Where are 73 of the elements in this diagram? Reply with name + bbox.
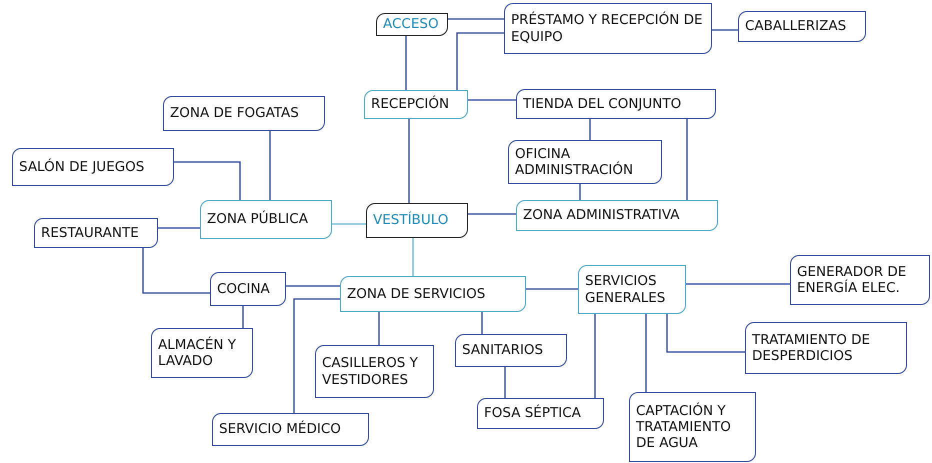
concept-box <box>200 200 332 239</box>
connector-line <box>242 306 244 328</box>
box-label: CAPTACIÓN Y TRATAMIENTO DE AGUA <box>636 402 732 452</box>
concept-box <box>455 334 567 367</box>
concept-box <box>212 413 369 446</box>
connector-line <box>481 312 483 334</box>
concept-box <box>629 392 756 462</box>
box-label: SALÓN DE JUEGOS <box>19 158 144 176</box>
concept-box <box>210 272 286 306</box>
connector-line <box>686 119 688 200</box>
box-label: TRATAMIENTO DE DESPERDICIOS <box>752 332 872 364</box>
concept-box <box>364 90 468 119</box>
box-label: VESTÍBULO <box>373 212 448 229</box>
box-label: ZONA DE SERVICIOS <box>347 286 486 302</box>
box-label: SERVICIOS GENERALES <box>585 273 666 306</box>
box-label: ALMACÉN Y LAVADO <box>158 336 237 370</box>
connector-line <box>468 213 516 215</box>
concept-box <box>516 200 718 231</box>
concept-box <box>745 322 907 374</box>
box-label: RESTAURANTE <box>41 224 139 242</box>
connector-line <box>686 283 790 285</box>
connector-line <box>405 36 407 90</box>
connector-line <box>378 312 380 345</box>
concept-box <box>477 398 604 429</box>
concept-box <box>578 265 686 314</box>
connector-line <box>293 298 340 413</box>
box-label: ACCESO <box>383 16 439 33</box>
connector-line <box>712 29 738 31</box>
box-label: FOSA SÉPTICA <box>484 405 581 422</box>
connector-line <box>594 314 596 398</box>
concept-box <box>790 255 930 305</box>
connector-line <box>645 314 647 392</box>
concept-box <box>366 203 468 238</box>
connector-line <box>456 32 504 90</box>
box-label: PRÉSTAMO Y RECEPCIÓN DE EQUIPO <box>511 12 704 45</box>
connector-line <box>408 119 410 203</box>
connector-line <box>666 314 745 353</box>
connector-line <box>589 119 591 140</box>
connector-line <box>468 99 516 101</box>
connector-line <box>142 248 210 294</box>
concept-box <box>34 218 158 248</box>
connector-line <box>332 223 366 225</box>
concept-box <box>376 13 448 36</box>
concept-box <box>504 3 712 54</box>
box-label: ZONA ADMINISTRATIVA <box>523 207 680 224</box>
connector-line <box>579 184 581 200</box>
box-label: COCINA <box>217 280 270 298</box>
connector-line <box>158 227 200 229</box>
box-label: GENERADOR DE ENERGÍA ELEC. <box>797 264 908 296</box>
connector-line <box>269 131 271 200</box>
concept-box <box>151 328 253 378</box>
box-label: ZONA PÚBLICA <box>207 211 308 228</box>
concept-box <box>12 148 174 186</box>
connector-line <box>286 285 340 287</box>
concept-box <box>315 345 434 398</box>
concept-box <box>340 276 526 312</box>
box-label: RECEPCIÓN <box>371 96 450 113</box>
box-label: OFICINA ADMINISTRACIÓN <box>515 146 634 178</box>
box-label: TIENDA DEL CONJUNTO <box>523 96 682 112</box>
connector-line <box>412 238 414 276</box>
connector-line <box>448 18 504 20</box>
box-label: SANITARIOS <box>462 342 544 359</box>
connector-line <box>526 288 578 290</box>
concept-box <box>516 89 716 119</box>
connector-line <box>504 367 506 398</box>
box-label: ZONA DE FOGATAS <box>170 105 299 122</box>
connector-line <box>174 161 241 200</box>
box-label: CABALLERIZAS <box>745 18 846 35</box>
concept-box <box>163 96 325 131</box>
box-label: SERVICIO MÉDICO <box>219 421 341 438</box>
box-label: CASILLEROS Y VESTIDORES <box>322 355 419 388</box>
concept-box <box>738 11 866 42</box>
concept-box <box>508 140 662 184</box>
